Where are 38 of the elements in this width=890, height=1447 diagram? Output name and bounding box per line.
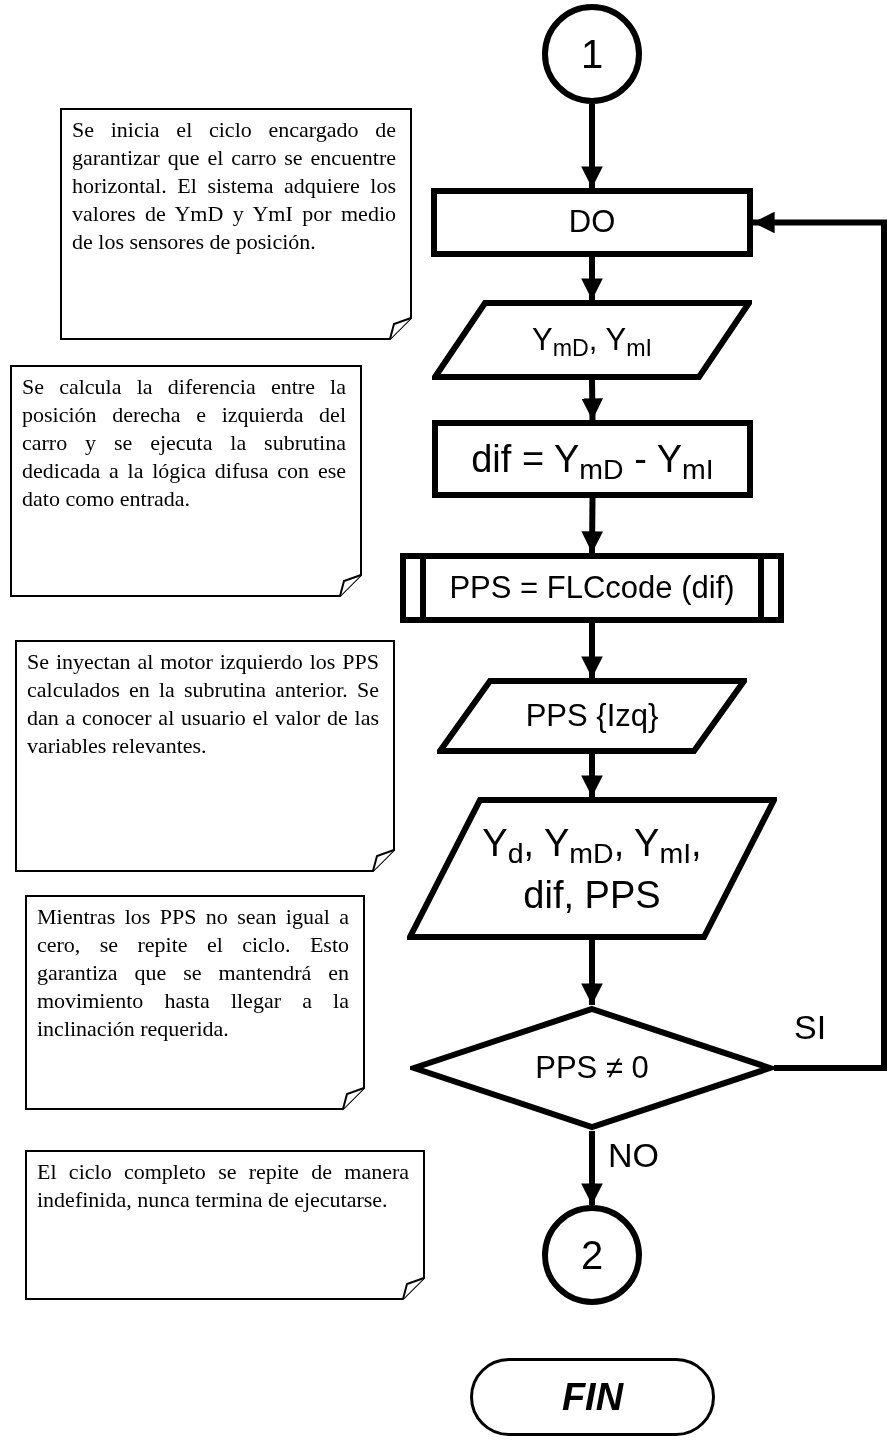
note-box: [25, 895, 365, 1110]
input-output-parallelogram: [432, 300, 752, 380]
node-text: 2: [580, 1232, 604, 1279]
note-text: Mientras los PPS no sean igual a cero, se repite el ciclo. Esto garantiza que se mantendrá en movimiento hasta llegar a la inclinación requerida.: [36, 903, 350, 1043]
connector-circle: [542, 4, 642, 104]
flow-arrow: [581, 754, 603, 797]
flow-arrow: [581, 1131, 603, 1205]
flow-arrow: [581, 104, 603, 188]
node-text: PPS ≠ 0: [535, 1048, 649, 1087]
connector-circle: [542, 1205, 642, 1305]
node-text: PPS = FLCcode (dif): [449, 568, 735, 607]
node-text: Y$_{mD}$, Y$_{mI}$: [532, 320, 652, 363]
node-text: dif = Y$_{mD}$ - Y$_{mI}$: [471, 436, 714, 487]
note-box: [25, 1150, 425, 1300]
note-text: Se inicia el ciclo encargado de garantizar que el carro se encuentre horizontal. El sistema adquiere los valores de YmD y YmI por medio de los sensores de posición.: [71, 116, 397, 256]
note-box: [10, 365, 362, 597]
input-output-parallelogram: [437, 678, 747, 754]
node-text: FIN: [561, 1374, 624, 1420]
input-output-parallelogram: [407, 797, 777, 940]
process-box: [432, 420, 753, 498]
process-box: [431, 188, 753, 257]
flow-arrow: [581, 497, 603, 554]
note-box: [15, 640, 395, 872]
subroutine-box: [400, 553, 784, 623]
note-box: [60, 108, 412, 340]
note-text: Se calcula la diferencia entre la posición derecha e izquierda del carro y se ejecuta la subrutina dedicada a la lógica difusa con ese dato como entrada.: [21, 373, 347, 513]
node-text: PPS {Izq}: [525, 696, 659, 735]
note-text: Se inyectan al motor izquierdo los PPS calculados en la subrutina anterior. Se dan a conocer al usuario el valor de las variables relevantes.: [26, 648, 380, 760]
note-text: El ciclo completo se repite de manera indefinida, nunca termina de ejecutarse.: [36, 1158, 410, 1214]
node-text: DO: [568, 203, 616, 242]
flow-arrow: [581, 379, 604, 421]
node-text: Y$_{d}$, Y$_{mD}$, Y$_{mI}$, dif, PPS: [481, 820, 703, 918]
flow-arrow: [581, 623, 603, 678]
node-text: 1: [580, 31, 604, 78]
flow-arrow: [581, 940, 603, 1005]
flow-arrow: [753, 211, 887, 1071]
flow-arrow: [581, 257, 603, 300]
decision-diamond: [410, 1005, 774, 1131]
